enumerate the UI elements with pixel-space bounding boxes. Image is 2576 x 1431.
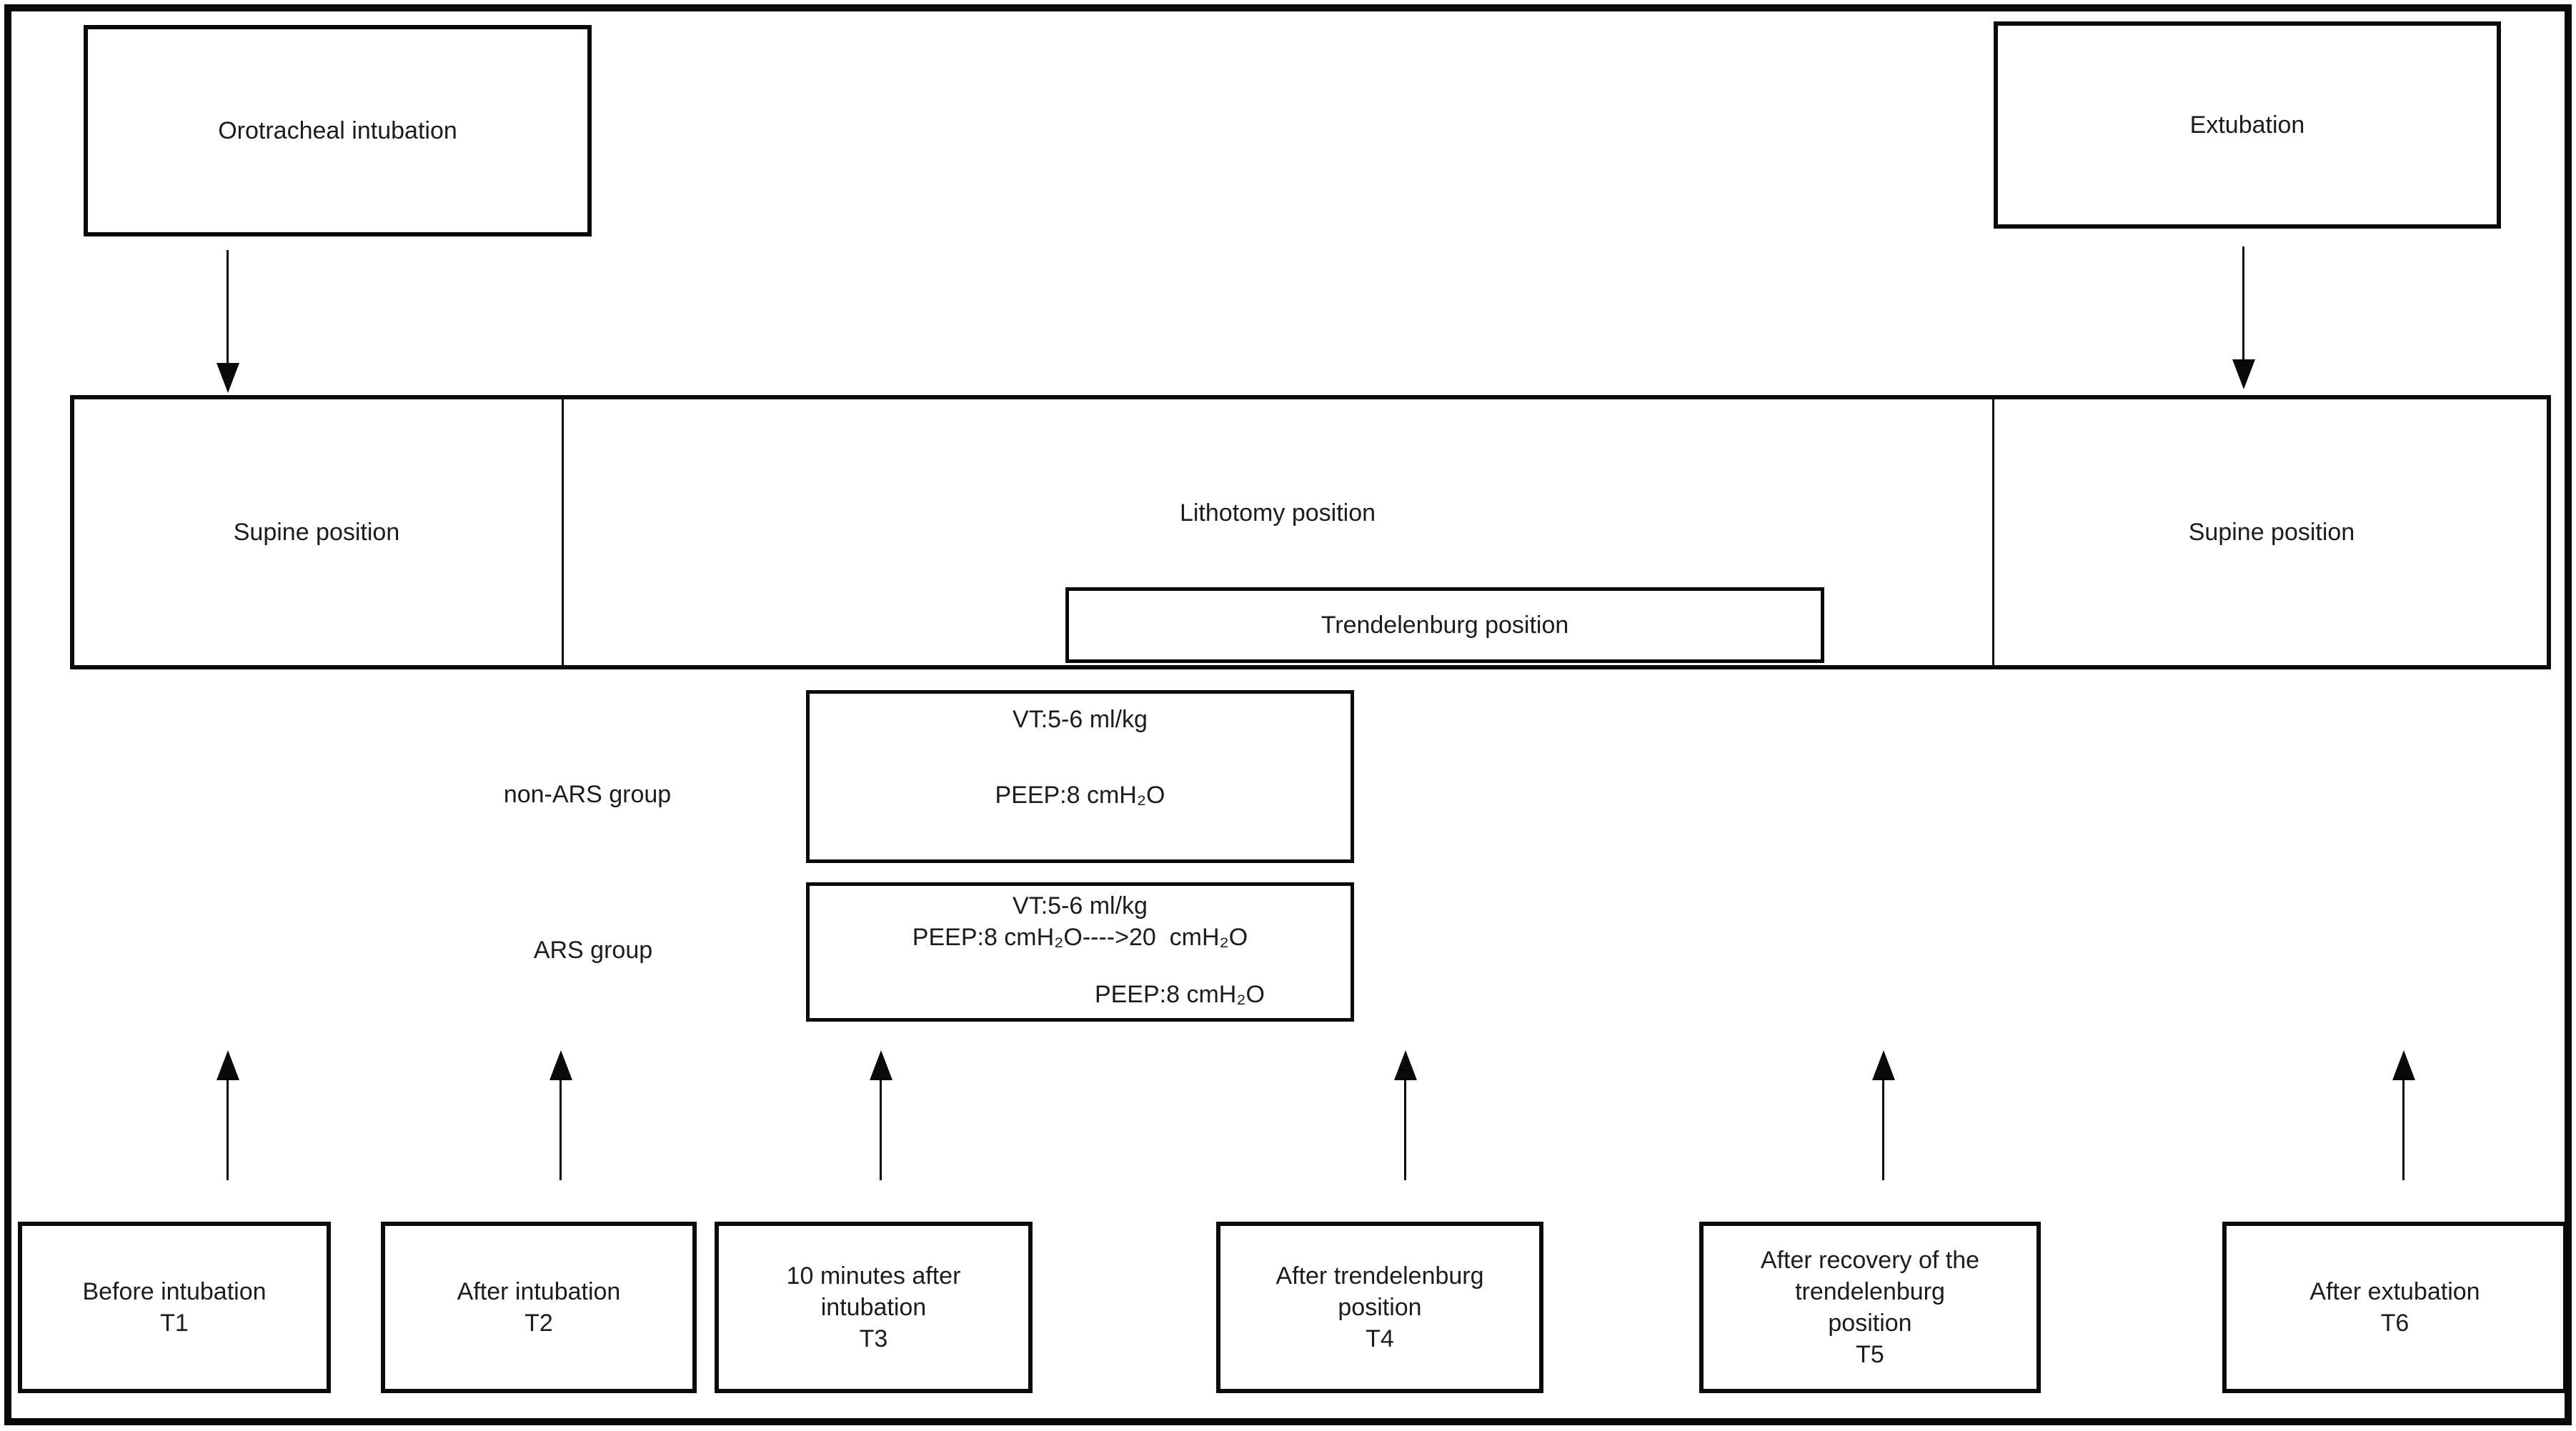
non-ars-protocol-box: VT:5-6 ml/kg PEEP:8 cmH₂O — [806, 690, 1354, 863]
arrow-head — [1394, 1050, 1417, 1080]
non-ars-peep-setting: PEEP:8 cmH₂O — [995, 782, 1165, 809]
timepoint-label: Before intubation T1 — [82, 1278, 267, 1337]
group-text: ARS group — [533, 936, 653, 964]
figure-outer-border — [4, 4, 2572, 1425]
timepoint-box-t5: After recovery of the trendelenburg posi… — [1699, 1222, 2041, 1393]
up-arrow-icon — [870, 1050, 892, 1180]
arrow-head — [549, 1050, 572, 1080]
arrow-stem — [2242, 246, 2244, 359]
segment-text: Supine position — [2188, 518, 2355, 546]
up-arrow-icon — [1394, 1050, 1417, 1180]
timepoint-label: After recovery of the trendelenburg posi… — [1760, 1247, 1980, 1368]
band-divider-left — [562, 397, 564, 667]
arrow-stem — [2402, 1080, 2405, 1180]
arrow-head — [870, 1050, 892, 1080]
up-arrow-icon — [2392, 1050, 2415, 1180]
down-arrow-icon — [217, 250, 239, 393]
down-arrow-icon — [2232, 246, 2255, 389]
arrow-stem — [1882, 1080, 1884, 1180]
orotracheal-intubation-label: Orotracheal intubation — [218, 116, 457, 144]
up-arrow-icon — [549, 1050, 572, 1180]
arrow-stem — [227, 250, 229, 363]
trendelenburg-label: Trendelenburg position — [1321, 611, 1569, 639]
timepoint-box-t4: After trendelenburg position T4 — [1216, 1222, 1543, 1393]
ars-peep-final-setting: PEEP:8 cmH₂O — [1094, 981, 1265, 1008]
group-text: non-ARS group — [503, 780, 672, 808]
up-arrow-icon — [1872, 1050, 1895, 1180]
timepoint-label: After intubation T2 — [457, 1278, 621, 1337]
arrow-stem — [227, 1080, 229, 1180]
arrow-head — [217, 1050, 239, 1080]
timepoint-box-t6: After extubation T6 — [2222, 1222, 2567, 1393]
supine-position-left-label: Supine position — [70, 395, 563, 669]
up-arrow-icon — [217, 1050, 239, 1180]
band-divider-right — [1992, 397, 1994, 667]
arrow-head — [2392, 1050, 2415, 1080]
timepoint-box-t2: After intubation T2 — [381, 1222, 697, 1393]
arrow-head — [217, 363, 239, 393]
ars-vt-setting: VT:5-6 ml/kg — [1013, 892, 1148, 919]
arrow-stem — [880, 1080, 882, 1180]
extubation-label: Extubation — [2189, 111, 2305, 139]
non-ars-group-label: non-ARS group — [455, 777, 720, 812]
segment-text: Lithotomy position — [1179, 499, 1376, 527]
ars-protocol-box: VT:5-6 ml/kg PEEP:8 cmH₂O---->20 cmH₂O P… — [806, 882, 1354, 1022]
extubation-box: Extubation — [1994, 21, 2501, 229]
ars-peep-ramp-setting: PEEP:8 cmH₂O---->20 cmH₂O — [912, 924, 1248, 951]
arrow-stem — [560, 1080, 562, 1180]
arrow-head — [1872, 1050, 1895, 1080]
non-ars-vt-setting: VT:5-6 ml/kg — [1013, 706, 1148, 733]
timepoint-box-t1: Before intubation T1 — [18, 1222, 331, 1393]
arrow-stem — [1404, 1080, 1406, 1180]
supine-position-right-label: Supine position — [1992, 395, 2551, 669]
lithotomy-position-label: Lithotomy position — [563, 395, 1992, 631]
ars-group-label: ARS group — [461, 933, 725, 967]
arrow-head — [2232, 359, 2255, 389]
orotracheal-intubation-box: Orotracheal intubation — [84, 25, 592, 236]
timepoint-label: 10 minutes after intubation T3 — [786, 1262, 961, 1352]
timepoint-label: After trendelenburg position T4 — [1275, 1262, 1484, 1352]
timepoint-box-t3: 10 minutes after intubation T3 — [715, 1222, 1033, 1393]
trendelenburg-position-box: Trendelenburg position — [1065, 587, 1824, 663]
timepoint-label: After extubation T6 — [2309, 1278, 2480, 1337]
segment-text: Supine position — [233, 518, 400, 546]
